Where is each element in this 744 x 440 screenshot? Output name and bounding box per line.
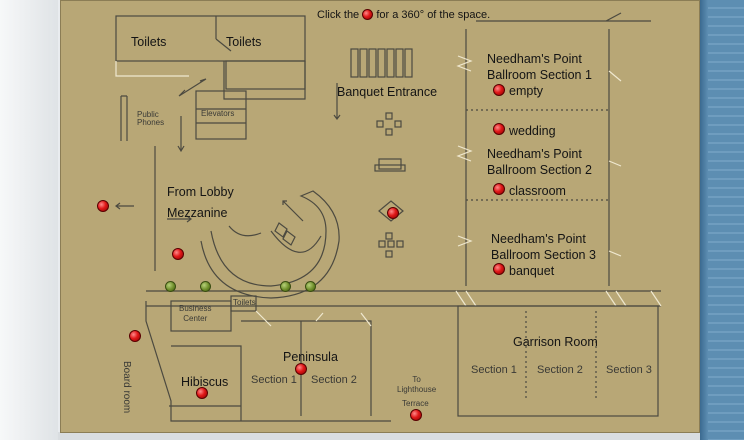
label-terrace: Terrace [402,399,429,408]
label-garrison-section-3: Section 3 [606,364,652,376]
hotspot-board-room[interactable] [129,330,141,342]
right-sidebar [700,0,744,440]
hotspot-legend-icon [362,9,374,20]
marker-green-3 [280,281,291,292]
hotspot-banquet-entrance[interactable] [387,207,399,219]
hotspot-from-lobby[interactable] [97,200,109,212]
label-ballroom-section-3: Needham's Point Ballroom Section 3 [491,232,596,263]
label-garrison-room: Garrison Room [513,335,598,349]
label-toilets-right: Toilets [226,35,262,49]
label-from-lobby: From Lobby [167,185,234,199]
label-garrison-section-2: Section 2 [537,364,583,376]
label-banquet-entrance: Banquet Entrance [337,85,438,99]
label-toilets-small: Toilets [233,298,256,307]
label-board-room: Board room [121,361,132,414]
label-banquet: banquet [509,264,555,278]
hotspot-mezzanine[interactable] [172,248,184,260]
hotspot-peninsula[interactable] [295,363,307,375]
hotspot-ballroom-banquet[interactable] [493,263,505,275]
bottom-strip [58,432,700,440]
label-peninsula: Peninsula [283,350,338,364]
label-garrison-section-1: Section 1 [471,364,517,376]
label-empty: empty [509,84,544,98]
label-wedding: wedding [509,124,556,138]
label-toilets-left: Toilets [131,35,167,49]
hotspot-lighthouse-terrace[interactable] [410,409,422,421]
marker-green-4 [305,281,316,292]
label-peninsula-section-2: Section 2 [311,374,357,386]
hotspot-ballroom-wedding[interactable] [493,123,505,135]
label-lighthouse: To Lighthouse [397,375,437,394]
label-mezzanine: Mezzanine [167,206,228,220]
label-ballroom-section-1: Needham's Point Ballroom Section 1 [487,52,592,83]
hotspot-hibiscus[interactable] [196,387,208,399]
label-elevators: Elevators [201,109,235,118]
label-peninsula-section-1: Section 1 [251,374,297,386]
floor-plan-lines [115,12,662,422]
hotspot-ballroom-empty[interactable] [493,84,505,96]
marker-green-1 [165,281,176,292]
marker-green-2 [200,281,211,292]
left-background [0,0,58,440]
header-instruction: Click the for a 360° of the space. [317,9,491,21]
hotspot-ballroom-classroom[interactable] [493,183,505,195]
floor-plan: Click the for a 360° of the space. Toile… [60,0,700,433]
label-business-center: Business Center [179,304,212,323]
label-hibiscus: Hibiscus [181,375,229,389]
label-classroom: classroom [509,184,566,198]
label-ballroom-section-2: Needham's Point Ballroom Section 2 [487,147,592,178]
label-public-phones: Public Phones [137,110,165,127]
